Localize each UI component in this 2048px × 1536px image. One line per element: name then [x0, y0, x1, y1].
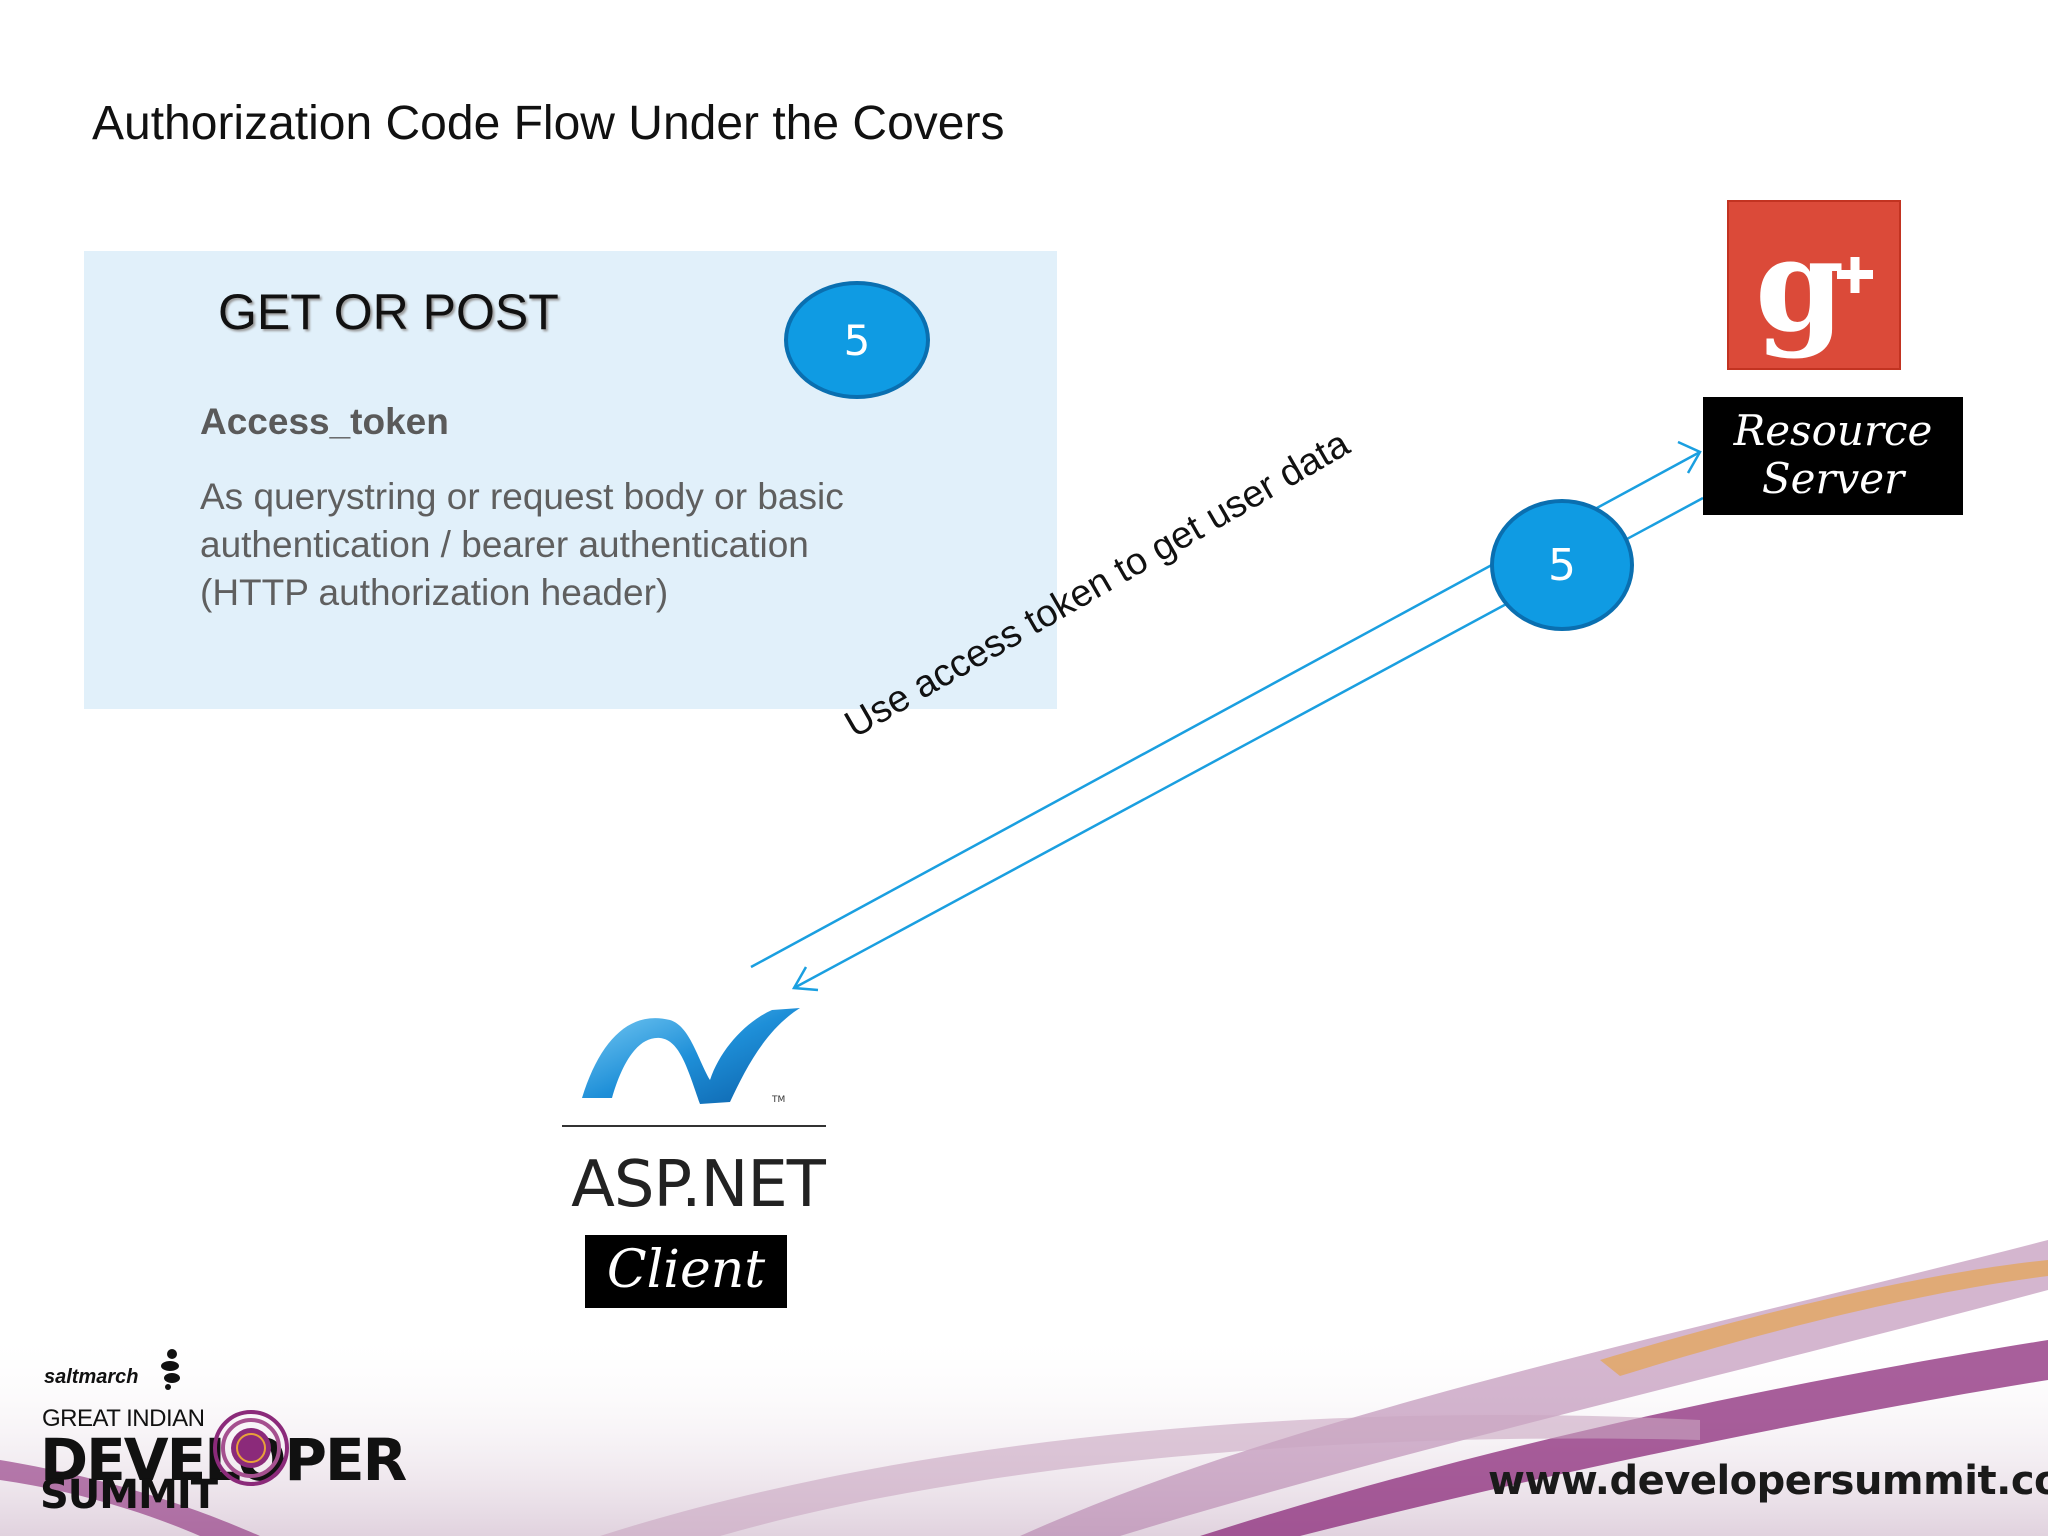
saltmarch-logo-icon [161, 1349, 180, 1390]
box-subheading: Access_token [200, 401, 449, 442]
event-globe-icon [213, 1410, 289, 1486]
step-badge-box: 5 [784, 281, 930, 399]
step-badge-arrow: 5 [1490, 499, 1634, 631]
footer-url[interactable]: www.developersummit.com [1488, 1458, 2048, 1504]
request-arrow-head [1677, 440, 1702, 474]
footer-swoosh [0, 1240, 2048, 1536]
aspnet-logo-text: ASP.NET [571, 1148, 826, 1222]
slide-title: Authorization Code Flow Under the Covers [92, 97, 1005, 150]
aspnet-logo-icon: TM [560, 1000, 830, 1130]
saltmarch-logo-text: saltmarch [44, 1366, 139, 1388]
box-body: As querystring or request body or basic … [200, 476, 844, 613]
svg-text:TM: TM [771, 1095, 785, 1105]
event-name-line3: SUMMIT [40, 1472, 218, 1518]
client-label: Client [585, 1235, 787, 1308]
event-name-line1: GREAT INDIAN [42, 1405, 205, 1432]
resource-server-label: Resource Server [1703, 397, 1963, 515]
box-heading: GET OR POST [218, 284, 559, 340]
google-plus-icon: g [1727, 200, 1901, 370]
svg-text:g: g [1755, 211, 1845, 361]
response-arrow-head [791, 966, 819, 992]
